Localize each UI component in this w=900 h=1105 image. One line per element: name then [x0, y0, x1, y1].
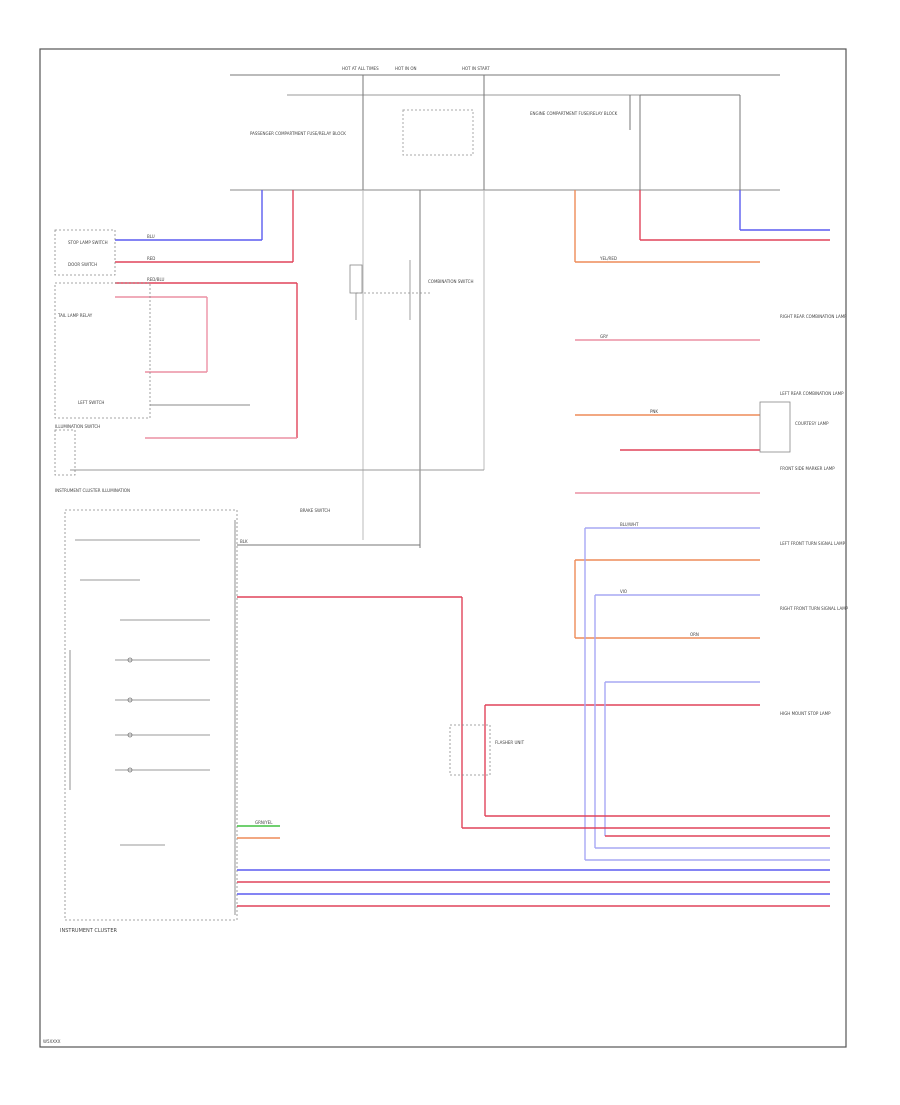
center-label-3: BRAKE SWITCH	[300, 508, 330, 513]
wire-label: RED	[147, 256, 155, 261]
wire-label: VIO	[620, 589, 627, 594]
center-connector	[349, 260, 430, 320]
wire-label: GRY	[600, 334, 609, 339]
wire-label: BLU/WHT	[620, 522, 639, 527]
right-label-2: LEFT REAR COMBINATION LAMP	[780, 391, 844, 396]
left-label-2: DOOR SWITCH	[68, 262, 97, 267]
wire-label: BLU	[147, 234, 155, 239]
wire-label: YEL/RED	[599, 256, 617, 261]
corner-code: W5XXXX	[43, 1039, 61, 1044]
wire-label: ORN	[690, 632, 699, 637]
fuse-block-2: ENGINE COMPARTMENT FUSE/RELAY BLOCK	[530, 111, 618, 116]
left-component-boxes	[54, 229, 238, 921]
fuse-block-1: PASSENGER COMPARTMENT FUSE/RELAY BLOCK	[250, 131, 346, 136]
left-label-3: TAIL LAMP RELAY	[57, 313, 93, 318]
bottom-wires	[237, 825, 830, 907]
power-bus	[230, 74, 780, 548]
left-label-5: ILLUMINATION SWITCH	[55, 424, 100, 429]
center-label-2: FLASHER UNIT	[495, 740, 525, 745]
cluster-switches	[69, 539, 210, 846]
wire-label: PNK	[650, 409, 658, 414]
right-label-5: LEFT FRONT TURN SIGNAL LAMP	[780, 541, 846, 546]
left-label-4: LEFT SWITCH	[78, 400, 104, 405]
left-label-6: INSTRUMENT CLUSTER ILLUMINATION	[55, 488, 130, 493]
diagram-border	[39, 48, 847, 1048]
right-label-4: FRONT SIDE MARKER LAMP	[780, 466, 835, 471]
right-wires	[462, 190, 830, 861]
right-label-1: RIGHT REAR COMBINATION LAMP	[780, 314, 847, 319]
bottom-label: INSTRUMENT CLUSTER	[60, 928, 118, 934]
top-label-3: HOT IN START	[462, 66, 490, 71]
right-label-7: HIGH MOUNT STOP LAMP	[780, 711, 831, 716]
left-top-wires	[70, 190, 484, 471]
wire-label: GRN/YEL	[255, 820, 273, 825]
top-label-1: HOT AT ALL TIMES	[342, 66, 379, 71]
right-label-3: COURTESY LAMP	[795, 421, 829, 426]
top-label-2: HOT IN ON	[395, 66, 416, 71]
center-label-1: COMBINATION SWITCH	[428, 279, 473, 284]
right-label-6: RIGHT FRONT TURN SIGNAL LAMP	[780, 606, 849, 611]
left-label-1: STOP LAMP SWITCH	[68, 240, 108, 245]
center-wires	[237, 544, 491, 828]
wire-label: RED/BLU	[147, 277, 165, 282]
wire-label: BLK	[240, 539, 248, 544]
right-component-boxes	[759, 401, 791, 453]
